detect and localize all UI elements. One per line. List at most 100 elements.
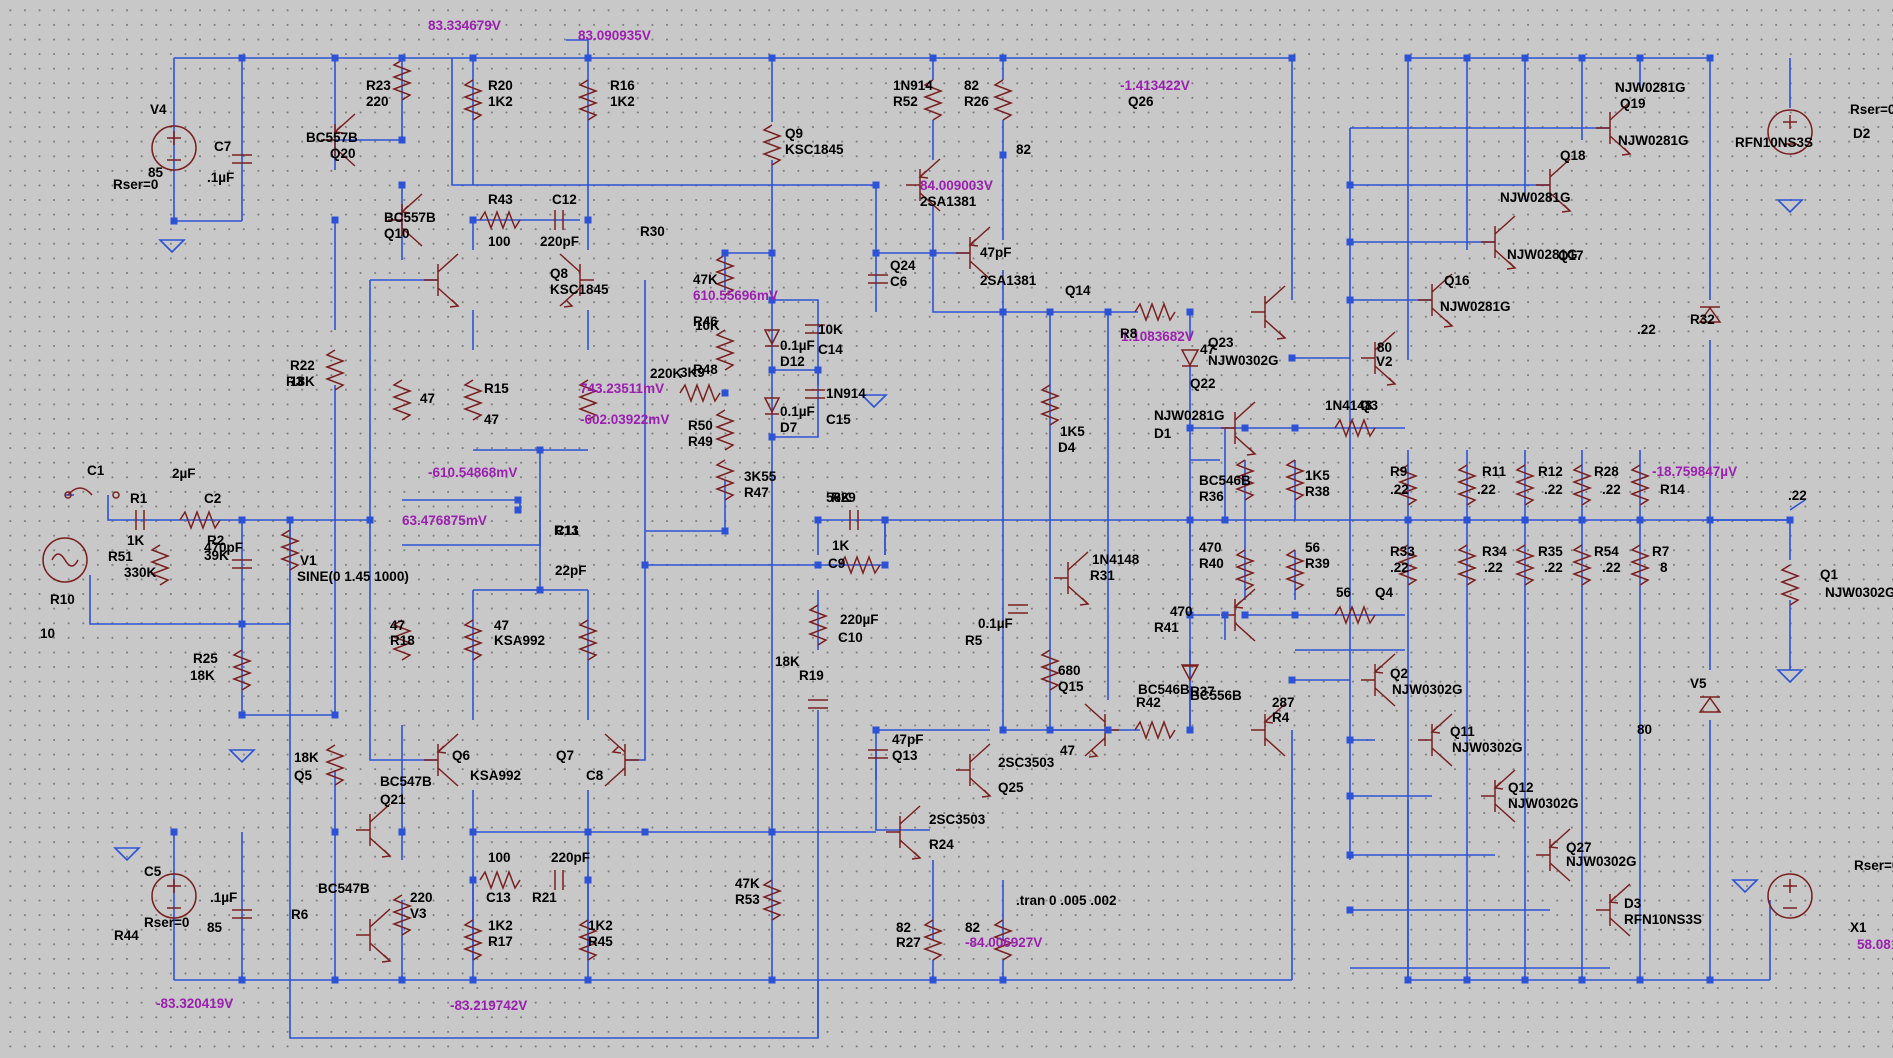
junction-dot bbox=[238, 516, 246, 524]
component-label: V5 bbox=[1690, 676, 1707, 691]
component-label: R5 bbox=[965, 633, 983, 648]
junction-dot bbox=[1346, 238, 1354, 246]
junction-dot bbox=[238, 711, 246, 719]
junction-dots bbox=[170, 54, 1794, 984]
transistor-symbol bbox=[1361, 653, 1396, 707]
component-label: 85 bbox=[148, 165, 164, 180]
junction-dot bbox=[1186, 424, 1194, 432]
junction-dot bbox=[1221, 516, 1229, 524]
component-label: NJW0302G bbox=[1508, 796, 1579, 811]
junction-dot bbox=[1104, 308, 1112, 316]
junction-dot bbox=[286, 516, 294, 524]
component-label: 220 bbox=[366, 94, 389, 109]
component-label: R24 bbox=[929, 837, 954, 852]
junction-dot bbox=[768, 366, 776, 374]
component-label: Q14 bbox=[1065, 283, 1091, 298]
component-label: R23 bbox=[366, 78, 391, 93]
junction-dot bbox=[999, 976, 1007, 984]
component-label: 3K9 bbox=[680, 365, 705, 380]
component-label: R12 bbox=[1538, 464, 1563, 479]
component-label: NJW0281G bbox=[1615, 80, 1686, 95]
junction-dot bbox=[1241, 611, 1249, 619]
component-label: Q15 bbox=[1058, 679, 1084, 694]
component-label: 47 bbox=[420, 391, 435, 406]
junction-dot bbox=[999, 726, 1007, 734]
junction-dot bbox=[881, 516, 889, 524]
component-label: Q7 bbox=[556, 748, 574, 763]
component-label: 47 bbox=[1060, 743, 1075, 758]
junction-dot bbox=[398, 54, 406, 62]
component-label: D2 bbox=[1853, 126, 1870, 141]
component-label: 10K bbox=[818, 322, 843, 337]
component-label: Q1 bbox=[1820, 567, 1839, 582]
transistor-symbol bbox=[1418, 273, 1454, 328]
junction-dot bbox=[721, 527, 729, 535]
component-label: .22 bbox=[1637, 322, 1656, 337]
junction-dot bbox=[1521, 976, 1529, 984]
transistor-symbol bbox=[388, 193, 423, 247]
junction-dot bbox=[1463, 54, 1471, 62]
component-label: Q21 bbox=[380, 792, 406, 807]
component-label: 0.1µF bbox=[978, 616, 1013, 631]
component-label: 85 bbox=[207, 920, 223, 935]
component-label: R54 bbox=[1594, 544, 1619, 559]
junction-dot bbox=[872, 181, 880, 189]
component-label: 470 bbox=[1170, 604, 1193, 619]
transistor-symbol bbox=[424, 253, 460, 308]
component-label: R16 bbox=[610, 78, 635, 93]
component-label: R9 bbox=[1390, 464, 1407, 479]
component-label: 2SC3503 bbox=[998, 755, 1055, 770]
junction-dot bbox=[929, 249, 937, 257]
transistor-symbol bbox=[1596, 883, 1631, 937]
component-label: Q23 bbox=[1208, 335, 1234, 350]
component-label: Q26 bbox=[1128, 94, 1154, 109]
component-label: 1N914 bbox=[893, 78, 933, 93]
junction-dot bbox=[1288, 54, 1296, 62]
junction-dot bbox=[1346, 906, 1354, 914]
junction-dot bbox=[1404, 516, 1412, 524]
junction-dot bbox=[1463, 976, 1471, 984]
junction-dot bbox=[1346, 181, 1354, 189]
component-label: Rser=0 bbox=[1850, 102, 1893, 117]
transistors bbox=[321, 101, 1632, 963]
transistor-symbol bbox=[1481, 215, 1517, 270]
component-label: V3 bbox=[410, 906, 427, 921]
component-labels: 83.334679V83.090935VR23220R201K2R161K2BC… bbox=[40, 18, 1893, 1013]
component-label: R20 bbox=[488, 78, 513, 93]
component-label: 100 bbox=[488, 850, 511, 865]
component-label: .22 bbox=[1484, 560, 1503, 575]
voltage-readout: -83.219742V bbox=[450, 998, 527, 1013]
component-label: .22 bbox=[1390, 560, 1409, 575]
component-label: R33 bbox=[1390, 544, 1415, 559]
component-label: 1K2 bbox=[488, 94, 513, 109]
voltage-readout: 743.23511mV bbox=[580, 381, 664, 396]
component-label: R21 bbox=[532, 890, 557, 905]
transistor-symbol bbox=[1536, 828, 1571, 882]
component-label: KSC1845 bbox=[550, 282, 609, 297]
junction-dot bbox=[469, 54, 477, 62]
component-label: R50 bbox=[688, 418, 713, 433]
junction-dot bbox=[1636, 54, 1644, 62]
component-label: R38 bbox=[1305, 484, 1330, 499]
voltage-readout: -1.413422V bbox=[1120, 78, 1190, 93]
junction-dot bbox=[999, 54, 1007, 62]
component-label: 287 bbox=[1272, 695, 1295, 710]
component-label: R52 bbox=[893, 94, 918, 109]
component-label: 680 bbox=[1058, 663, 1081, 678]
junction-dot bbox=[1706, 54, 1714, 62]
component-label: 470 bbox=[1199, 540, 1222, 555]
component-label: Q13 bbox=[892, 748, 918, 763]
voltage-readout: 1.1083682V bbox=[1121, 329, 1194, 344]
component-label: 1N4148 bbox=[1092, 552, 1140, 567]
voltage-readout: 58.081918mV bbox=[1857, 937, 1893, 952]
voltage-readout: -83.320419V bbox=[156, 996, 233, 1011]
junction-dot bbox=[641, 561, 649, 569]
component-label: 80 bbox=[1377, 340, 1392, 355]
component-label: R11 bbox=[1482, 464, 1507, 479]
voltage-readout: 610.55696mV bbox=[693, 288, 778, 303]
component-label: Q4 bbox=[1375, 585, 1394, 600]
junction-dot bbox=[1404, 54, 1412, 62]
component-label: R45 bbox=[588, 934, 613, 949]
component-label: 82 bbox=[1016, 142, 1031, 157]
